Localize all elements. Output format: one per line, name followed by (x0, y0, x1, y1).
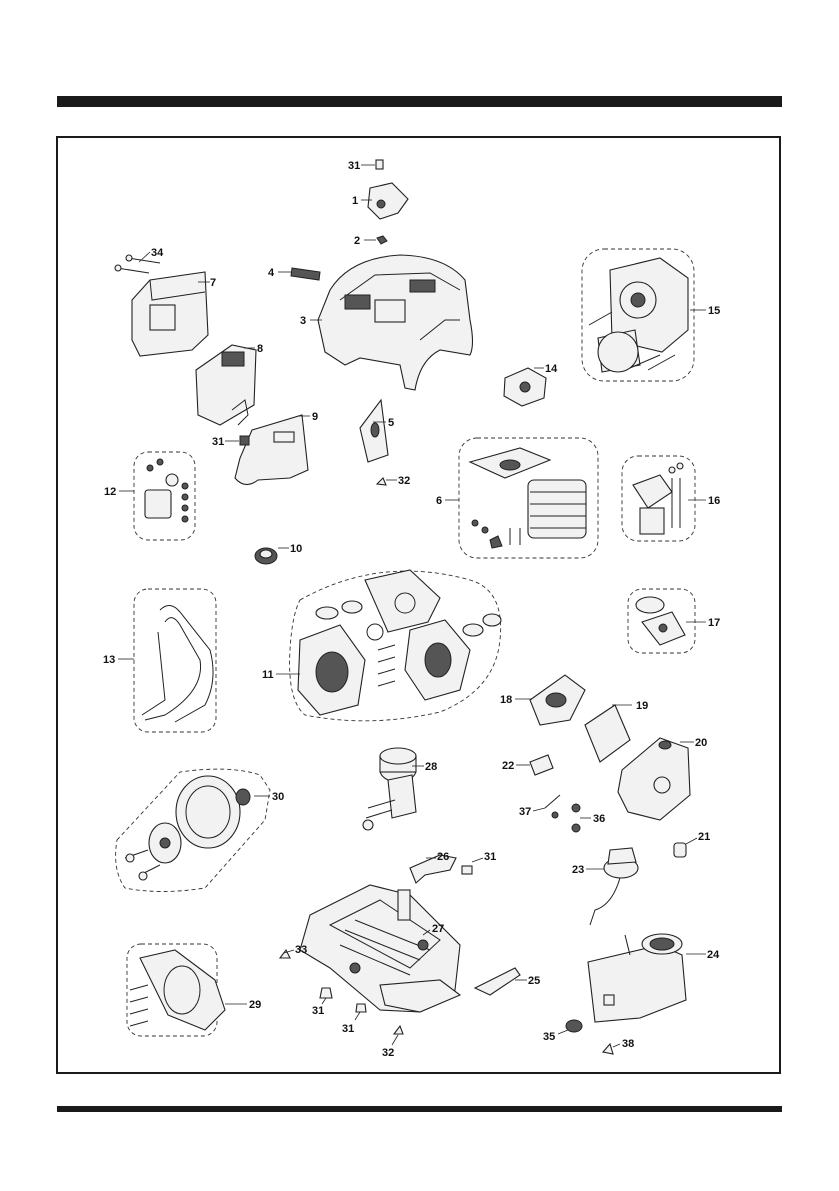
callout-15: 15 (708, 305, 720, 317)
part-15-starter-assembly (589, 258, 706, 372)
callout-11: 11 (262, 669, 274, 681)
callout-21: 21 (698, 831, 710, 843)
part-33-screw (280, 950, 294, 958)
callout-14: 14 (545, 363, 558, 375)
part-21-clip (674, 838, 697, 857)
callout-7: 7 (210, 277, 216, 289)
part-37-pin (533, 795, 560, 818)
callout-25: 25 (528, 975, 540, 987)
part-31-screw-left (225, 436, 249, 445)
callout-30: 30 (272, 791, 284, 803)
part-2-nut (364, 236, 387, 244)
callout-16: 16 (708, 495, 720, 507)
part-8-air-filter (196, 345, 256, 425)
part-23-primer-bulb (586, 848, 638, 925)
part-4-strip (278, 268, 320, 280)
part-3-engine-cover (310, 255, 473, 390)
part-17-carburetor (636, 597, 706, 645)
callout-31-mid: 31 (484, 851, 496, 863)
part-9-plate (235, 415, 310, 485)
callout-1: 1 (352, 195, 358, 207)
part-29-housing (130, 950, 247, 1030)
callout-26: 26 (437, 851, 449, 863)
part-30-clutch-assembly (125, 776, 270, 880)
callout-31-lower-right: 31 (342, 1023, 354, 1035)
part-12-fittings (119, 459, 188, 522)
group-outline-13 (134, 589, 216, 732)
callout-20: 20 (695, 737, 707, 749)
callout-34: 34 (151, 247, 164, 259)
part-36-nut (572, 804, 591, 832)
callout-35: 35 (543, 1031, 555, 1043)
part-10-seal (255, 548, 289, 564)
callout-19: 19 (636, 700, 648, 712)
part-18-filter-base (515, 675, 585, 725)
part-31-nut-lower-right (355, 1004, 366, 1020)
callout-17: 17 (708, 617, 720, 629)
part-28-piston-crankshaft (363, 748, 424, 830)
part-31-screw-mid (462, 858, 483, 874)
callout-36: 36 (593, 813, 605, 825)
callout-32-upper: 32 (398, 475, 410, 487)
callout-32-lower: 32 (382, 1047, 394, 1059)
callout-28: 28 (425, 761, 437, 773)
callout-22: 22 (502, 760, 514, 772)
callout-33: 33 (295, 944, 307, 956)
part-1-cover-bracket (361, 183, 408, 219)
callout-24: 24 (707, 949, 720, 961)
callout-31-left: 31 (212, 436, 224, 448)
callout-9: 9 (312, 411, 318, 423)
callout-31-lower-left: 31 (312, 1005, 324, 1017)
callout-3: 3 (300, 315, 306, 327)
callout-13: 13 (103, 654, 115, 666)
part-13-throttle-cables (118, 605, 213, 722)
callout-2: 2 (354, 235, 360, 247)
callout-12: 12 (104, 486, 116, 498)
part-32-nut-lower (392, 1026, 403, 1045)
part-19-filter-pad (585, 705, 632, 762)
part-20-muffler-cover (618, 738, 694, 820)
callout-5: 5 (388, 417, 394, 429)
part-7-filter-cover (132, 272, 210, 356)
callout-10: 10 (290, 543, 302, 555)
callout-4: 4 (268, 267, 275, 279)
part-31-top (361, 160, 383, 169)
callout-38: 38 (622, 1038, 634, 1050)
part-6-cylinder-kit (445, 448, 586, 548)
part-24-fuel-tank (588, 934, 706, 1022)
callout-18: 18 (500, 694, 512, 706)
callout-31-top: 31 (348, 160, 360, 172)
part-38-plug (603, 1044, 620, 1054)
callout-23: 23 (572, 864, 584, 876)
part-5-gasket (360, 400, 388, 462)
part-31-nut-lower-left (320, 988, 332, 1004)
callout-8: 8 (257, 343, 263, 355)
callout-37: 37 (519, 806, 531, 818)
part-32-nut-upper (377, 478, 397, 485)
callout-27: 27 (432, 923, 444, 935)
callout-6: 6 (436, 495, 442, 507)
part-25-strap (475, 968, 527, 995)
part-14-bracket (504, 368, 546, 406)
part-35-cap (558, 1020, 582, 1034)
part-22-fitting (516, 755, 553, 775)
part-11-crankcase (276, 570, 501, 715)
callout-29: 29 (249, 999, 261, 1011)
